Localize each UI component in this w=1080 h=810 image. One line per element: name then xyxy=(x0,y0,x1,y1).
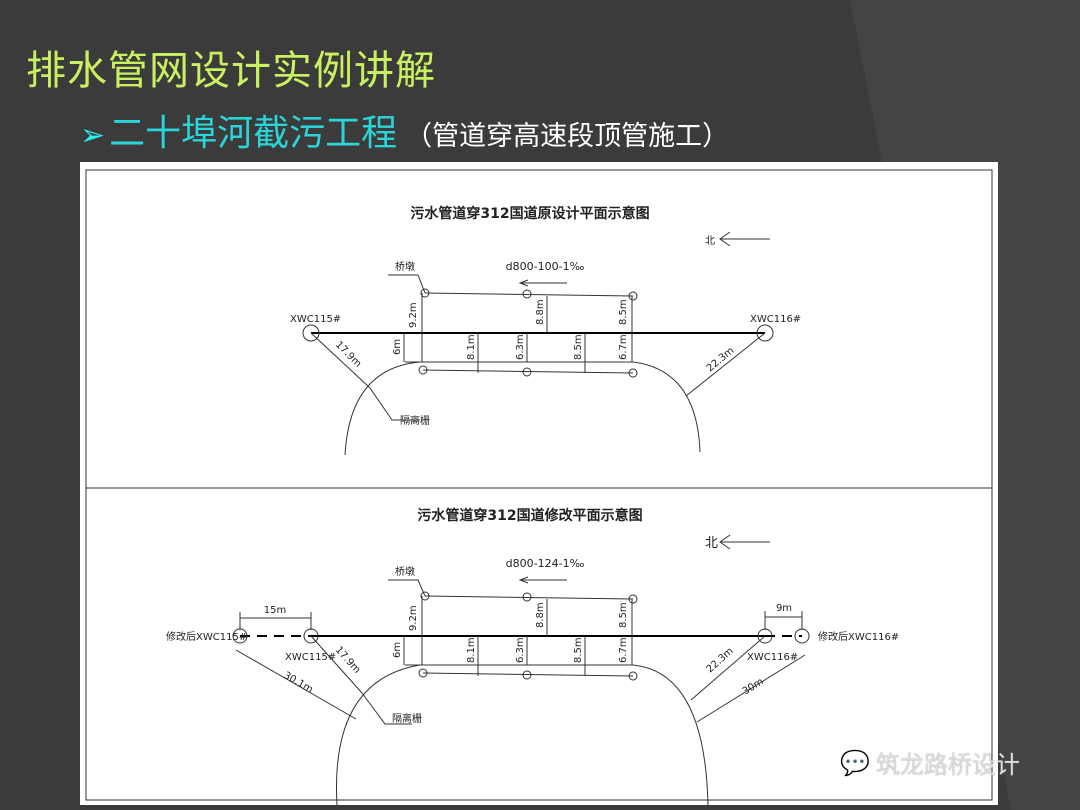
watermark-text: 筑龙路桥设计 xyxy=(875,751,1020,779)
frame xyxy=(85,169,993,801)
piers xyxy=(418,591,638,681)
svg-text:6.3m: 6.3m xyxy=(515,637,526,663)
offset-dims xyxy=(239,611,803,630)
dim-15m: 15m xyxy=(264,605,286,616)
north-arrow-icon xyxy=(719,534,770,550)
svg-text:30m: 30m xyxy=(741,676,766,697)
svg-text:22.3m: 22.3m xyxy=(705,646,736,676)
svg-text:9.2m: 9.2m xyxy=(408,605,419,631)
arrow-bullet-icon: ➢ xyxy=(80,118,106,153)
svg-text:6m: 6m xyxy=(392,642,403,658)
pier-lines xyxy=(405,595,634,677)
new-right-label: 修改后XWC116# xyxy=(818,630,899,643)
wechat-icon: 💬 xyxy=(840,748,870,777)
pier-leader xyxy=(388,274,426,294)
svg-text:6.3m: 6.3m xyxy=(515,334,526,360)
plan-drawings: 污水管道穿312国道原设计平面示意图 北 桥墩 d800-100-1‰ XWC1… xyxy=(85,169,993,805)
well-left-label: XWC115# xyxy=(285,652,336,663)
subtitle-note: （管道穿高速段顶管施工） xyxy=(405,121,730,152)
dimension-lines xyxy=(403,599,586,676)
manhole-right xyxy=(756,324,774,342)
dimension-lines xyxy=(403,296,586,373)
flow-arrow-icon xyxy=(518,279,567,287)
svg-text:8.5m: 8.5m xyxy=(618,602,629,628)
dim-labels: 9.2m 8.8m 8.5m 6m 8.1m 6.3m 8.5m 6.7m 17… xyxy=(333,299,737,374)
svg-text:17.9m: 17.9m xyxy=(333,339,363,369)
pipe-label: d800-124-1‰ xyxy=(506,557,585,570)
svg-text:6.7m: 6.7m xyxy=(618,334,629,360)
slide-subtitle: ➢二十埠河截污工程（管道穿高速段顶管施工） xyxy=(80,104,729,156)
manhole-left xyxy=(302,324,320,342)
fence-arc xyxy=(335,664,709,805)
bottom-title: 污水管道穿312国道修改平面示意图 xyxy=(417,507,642,524)
pier-lines xyxy=(405,292,634,374)
north-label: 北 xyxy=(705,235,715,247)
pier-label: 桥墩 xyxy=(395,260,415,273)
svg-text:30.1m: 30.1m xyxy=(282,670,315,696)
svg-text:6m: 6m xyxy=(392,339,403,355)
drawing-panel: 污水管道穿312国道原设计平面示意图 北 桥墩 d800-100-1‰ XWC1… xyxy=(80,162,998,805)
svg-text:8.5m: 8.5m xyxy=(573,637,584,663)
svg-text:8.1m: 8.1m xyxy=(466,334,477,360)
svg-text:6.7m: 6.7m xyxy=(618,637,629,663)
svg-text:8.5m: 8.5m xyxy=(618,299,629,325)
well-left-label: XWC115# xyxy=(290,314,341,325)
slide-title: 排水管网设计实例讲解 xyxy=(26,48,436,94)
piers xyxy=(418,288,638,378)
north-label: 北 xyxy=(705,536,718,551)
svg-text:17.9m: 17.9m xyxy=(333,645,363,676)
north-arrow-icon xyxy=(719,231,770,247)
pier-label: 桥墩 xyxy=(395,565,415,578)
subtitle-text: 二十埠河截污工程 xyxy=(109,113,398,154)
top-diagram: 污水管道穿312国道原设计平面示意图 北 桥墩 d800-100-1‰ XWC1… xyxy=(290,205,801,456)
bottom-diagram: 污水管道穿312国道修改平面示意图 北 桥墩 d800-124-1‰ 修改后XW… xyxy=(166,507,899,805)
fence-label: 隔离栅 xyxy=(392,712,422,725)
watermark: 💬筑龙路桥设计 xyxy=(840,745,1020,780)
fence-arc xyxy=(344,361,701,456)
svg-text:8.5m: 8.5m xyxy=(573,334,584,360)
flow-arrow-icon xyxy=(518,576,567,584)
svg-text:8.8m: 8.8m xyxy=(535,602,546,628)
svg-text:8.8m: 8.8m xyxy=(535,299,546,325)
well-right-label: XWC116# xyxy=(750,314,801,325)
top-title: 污水管道穿312国道原设计平面示意图 xyxy=(410,205,649,222)
dim-labels: 9.2m 8.8m 8.5m 6m 8.1m 6.3m 8.5m 6.7m 17… xyxy=(282,602,766,697)
new-left-label: 修改后XWC115# xyxy=(166,630,247,643)
distance-lines xyxy=(235,635,806,725)
fence-label: 隔离栅 xyxy=(400,414,430,427)
dim-9m: 9m xyxy=(776,603,792,614)
pier-leader xyxy=(388,579,426,597)
svg-text:8.1m: 8.1m xyxy=(466,637,477,663)
well-right-label: XWC116# xyxy=(747,652,798,663)
svg-text:9.2m: 9.2m xyxy=(408,302,419,328)
pipe-label: d800-100-1‰ xyxy=(506,260,585,273)
distance-lines xyxy=(310,332,766,421)
